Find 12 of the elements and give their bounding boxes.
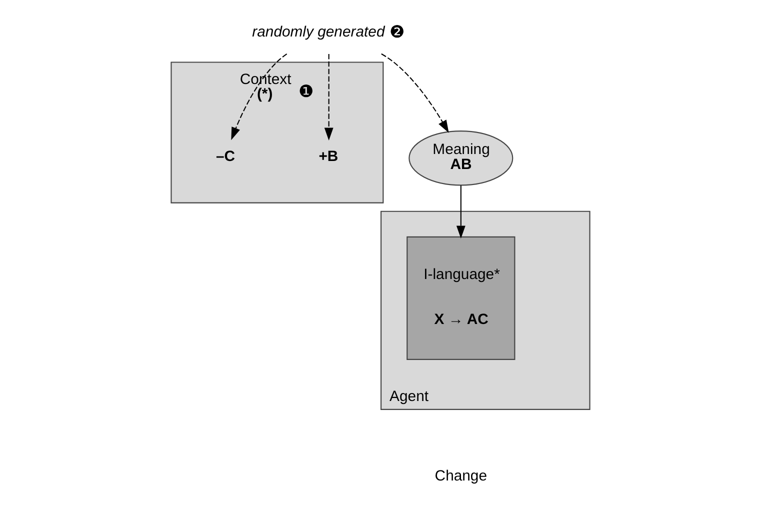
- node-text: randomly generated: [252, 24, 385, 40]
- node-label: ❶: [298, 82, 314, 101]
- node-ellipse: Meaning AB: [408, 130, 514, 186]
- arrow: [231, 52, 288, 140]
- label: Change: [434, 468, 488, 484]
- node-text: –C: [216, 148, 236, 164]
- arrow: [381, 52, 449, 132]
- node-label: ❷: [390, 22, 405, 42]
- arrow: [324, 53, 334, 140]
- node-text: +B: [318, 148, 338, 164]
- arrow: [456, 184, 466, 238]
- node-box: I-language* X → AC: [406, 236, 516, 360]
